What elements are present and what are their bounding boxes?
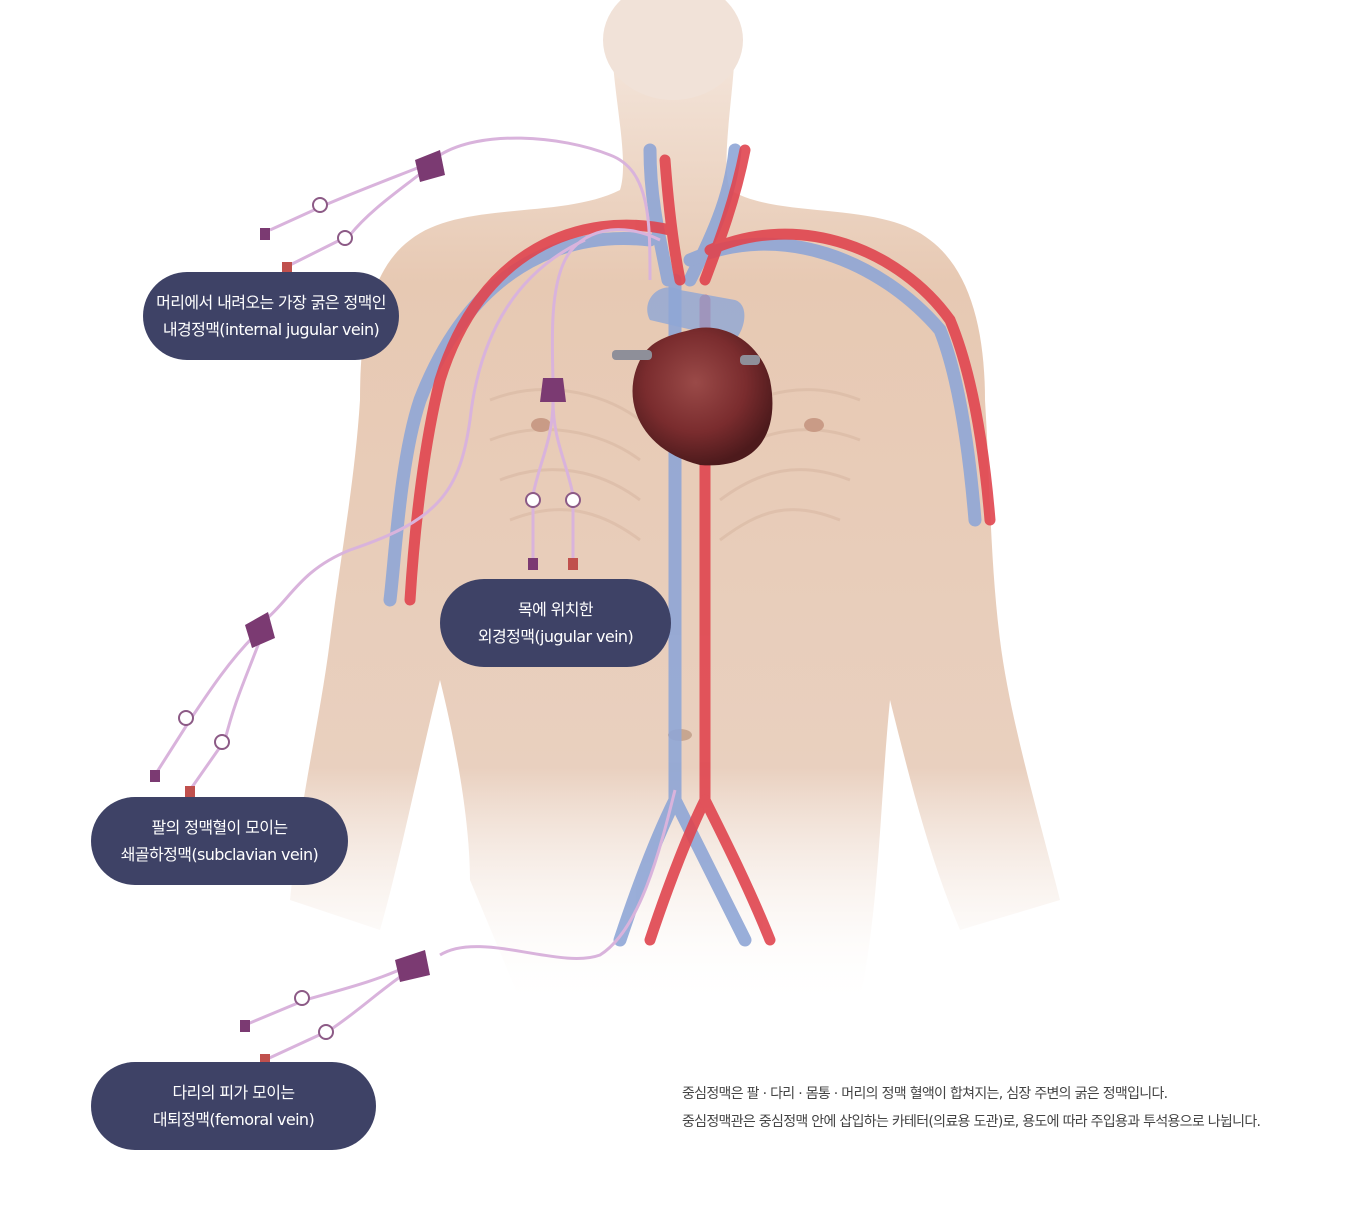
arteries [404, 144, 996, 946]
catheter-clamps [178, 197, 581, 1040]
label-femoral-line1: 다리의 피가 모이는 [172, 1083, 296, 1102]
nipple-left [531, 418, 551, 432]
catheter-hubs [245, 150, 566, 982]
label-jugular-line2: 외경정맥(jugular vein) [477, 627, 634, 646]
description-line1: 중심정맥은 팔 · 다리 · 몸통 · 머리의 정맥 혈액이 합쳐지는, 심장 … [682, 1086, 1168, 1102]
ribcage [489, 388, 861, 542]
catheter-internal-jugular [269, 136, 652, 281]
label-internal-jugular-line2: 내경정맥(internal jugular vein) [162, 320, 380, 339]
label-internal-jugular-line1: 머리에서 내려오는 가장 굵은 정맥인 [156, 293, 386, 312]
nipple-right [804, 418, 824, 432]
label-subclavian-line1: 팔의 정맥혈이 모이는 [151, 818, 288, 837]
label-femoral-line2: 대퇴정맥(femoral vein) [152, 1110, 315, 1129]
heart [612, 287, 773, 466]
veins [383, 143, 982, 947]
label-internal-jugular-vein: 머리에서 내려오는 가장 굵은 정맥인 내경정맥(internal jugula… [143, 272, 399, 360]
label-subclavian-line2: 쇄골하정맥(subclavian vein) [120, 845, 319, 864]
head-neck [603, 0, 743, 100]
label-subclavian-vein: 팔의 정맥혈이 모이는 쇄골하정맥(subclavian vein) [91, 797, 348, 885]
description-line2: 중심정맥관은 중심정맥 안에 삽입하는 카테터(의료용 도관)로, 용도에 따라… [682, 1114, 1261, 1130]
label-jugular-line1: 목에 위치한 [517, 600, 594, 619]
label-jugular-vein: 목에 위치한 외경정맥(jugular vein) [440, 579, 671, 667]
catheter-caps [150, 228, 578, 1066]
description: 중심정맥은 팔 · 다리 · 몸통 · 머리의 정맥 혈액이 합쳐지는, 심장 … [682, 1080, 1354, 1136]
label-femoral-vein: 다리의 피가 모이는 대퇴정맥(femoral vein) [91, 1062, 376, 1150]
